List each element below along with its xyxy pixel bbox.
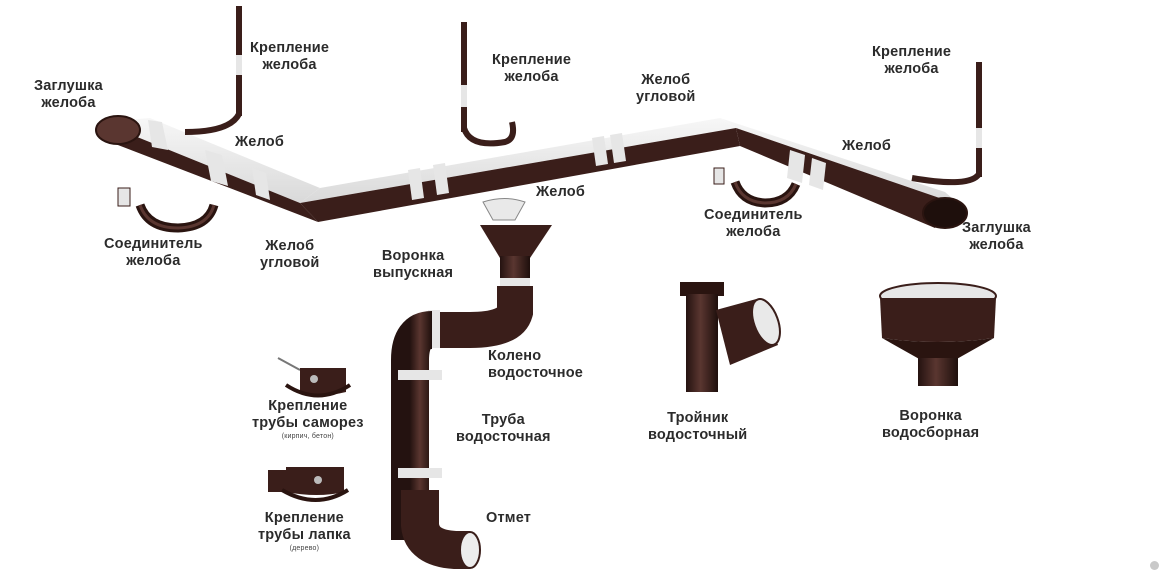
gutter-band xyxy=(148,120,168,150)
collector-funnel xyxy=(879,282,997,386)
label-offset: Отмет xyxy=(486,510,532,526)
label-gutter-1: Желоб xyxy=(235,134,285,150)
label-line: угловой xyxy=(636,89,696,105)
label-line: Желоб xyxy=(265,238,315,254)
label-line: выпускная xyxy=(373,265,454,281)
label-note: (дерево) xyxy=(289,545,320,552)
label-line: водосточное xyxy=(488,365,584,381)
label-line: трубы лапка xyxy=(258,527,351,543)
gutter-band xyxy=(610,133,626,163)
label-line: трубы саморез xyxy=(252,415,364,431)
label-clamp-screw: Крепление трубы саморез (кирпич, бетон) xyxy=(252,398,364,441)
label-tee: Тройник водосточный xyxy=(648,410,747,444)
label-end-cap-left: Заглушка желоба xyxy=(34,78,103,112)
label-line: Крепление xyxy=(264,510,344,526)
label-line: Тройник xyxy=(667,410,729,426)
label-line: желоба xyxy=(726,224,781,240)
label-line: водосточный xyxy=(648,427,748,443)
label-collector: Воронка водосборная xyxy=(882,408,979,442)
label-line: Крепление xyxy=(268,398,348,414)
label-bracket-2: Крепление желоба xyxy=(492,52,571,86)
label-line: желоба xyxy=(504,69,559,85)
downpipe-elbow xyxy=(428,286,533,348)
label-line: желоба xyxy=(884,61,939,77)
gutter-band xyxy=(592,136,608,166)
label-line: Крепление xyxy=(492,52,572,68)
label-line: Соединитель xyxy=(104,236,203,252)
pipe-clamp-paw xyxy=(268,467,350,502)
gutter-connector-left xyxy=(117,187,219,233)
pipe-tee xyxy=(680,282,781,392)
label-end-cap-right: Заглушка желоба xyxy=(962,220,1031,254)
label-elbow: Колено водосточное xyxy=(488,348,583,382)
corner-dot xyxy=(1150,561,1159,570)
pipe-clamp-screw xyxy=(277,357,352,398)
end-cap-left xyxy=(95,115,141,145)
label-line: угловой xyxy=(260,255,320,271)
gutter-run xyxy=(95,115,968,229)
gutter-bracket-2 xyxy=(461,22,517,147)
label-line: водосточная xyxy=(456,429,551,445)
label-connector-right: Соединитель желоба xyxy=(704,207,803,241)
gutter-band xyxy=(408,168,424,200)
label-line: Воронка xyxy=(899,408,962,424)
label-corner-top: Желоб угловой xyxy=(636,72,696,106)
label-line: Крепление xyxy=(872,44,952,60)
label-outlet: Воронка выпускная xyxy=(373,248,453,282)
end-cap-right xyxy=(922,197,968,229)
label-line: Труба xyxy=(481,412,525,428)
label-note: (кирпич, бетон) xyxy=(281,433,334,440)
label-pipe: Труба водосточная xyxy=(456,412,551,446)
label-bracket-3: Крепление желоба xyxy=(872,44,951,78)
gutter-band xyxy=(252,168,270,200)
gutter-band xyxy=(433,163,449,195)
outlet-funnel xyxy=(480,198,552,286)
gutter-band xyxy=(205,150,228,186)
gutter-segment-middle xyxy=(300,118,740,222)
label-gutter-3: Желоб xyxy=(842,138,892,154)
label-line: Колено xyxy=(488,348,542,364)
gutter-band xyxy=(809,158,826,190)
label-line: желоба xyxy=(126,253,181,269)
label-connector-left: Соединитель желоба xyxy=(104,236,203,270)
label-clamp-paw: Крепление трубы лапка (дерево) xyxy=(258,510,351,553)
label-line: Воронка xyxy=(381,248,445,264)
label-line: желоба xyxy=(41,95,96,111)
gutter-band xyxy=(787,150,805,183)
label-line: Соединитель xyxy=(704,207,803,223)
label-line: Крепление xyxy=(250,40,330,56)
gutter-bracket-3 xyxy=(911,62,982,186)
label-line: желоба xyxy=(262,57,317,73)
label-bracket-1: Крепление желоба xyxy=(250,40,329,74)
label-corner-bottom: Желоб угловой xyxy=(260,238,320,272)
label-line: Заглушка xyxy=(34,78,103,94)
label-line: желоба xyxy=(969,237,1024,253)
gutter-bracket-1 xyxy=(184,6,242,135)
label-gutter-2: Желоб xyxy=(536,184,586,200)
label-line: Заглушка xyxy=(962,220,1031,236)
downpipe xyxy=(391,311,481,569)
label-line: водосборная xyxy=(882,425,980,441)
gutter-connector-right xyxy=(713,167,801,208)
label-line: Желоб xyxy=(641,72,691,88)
